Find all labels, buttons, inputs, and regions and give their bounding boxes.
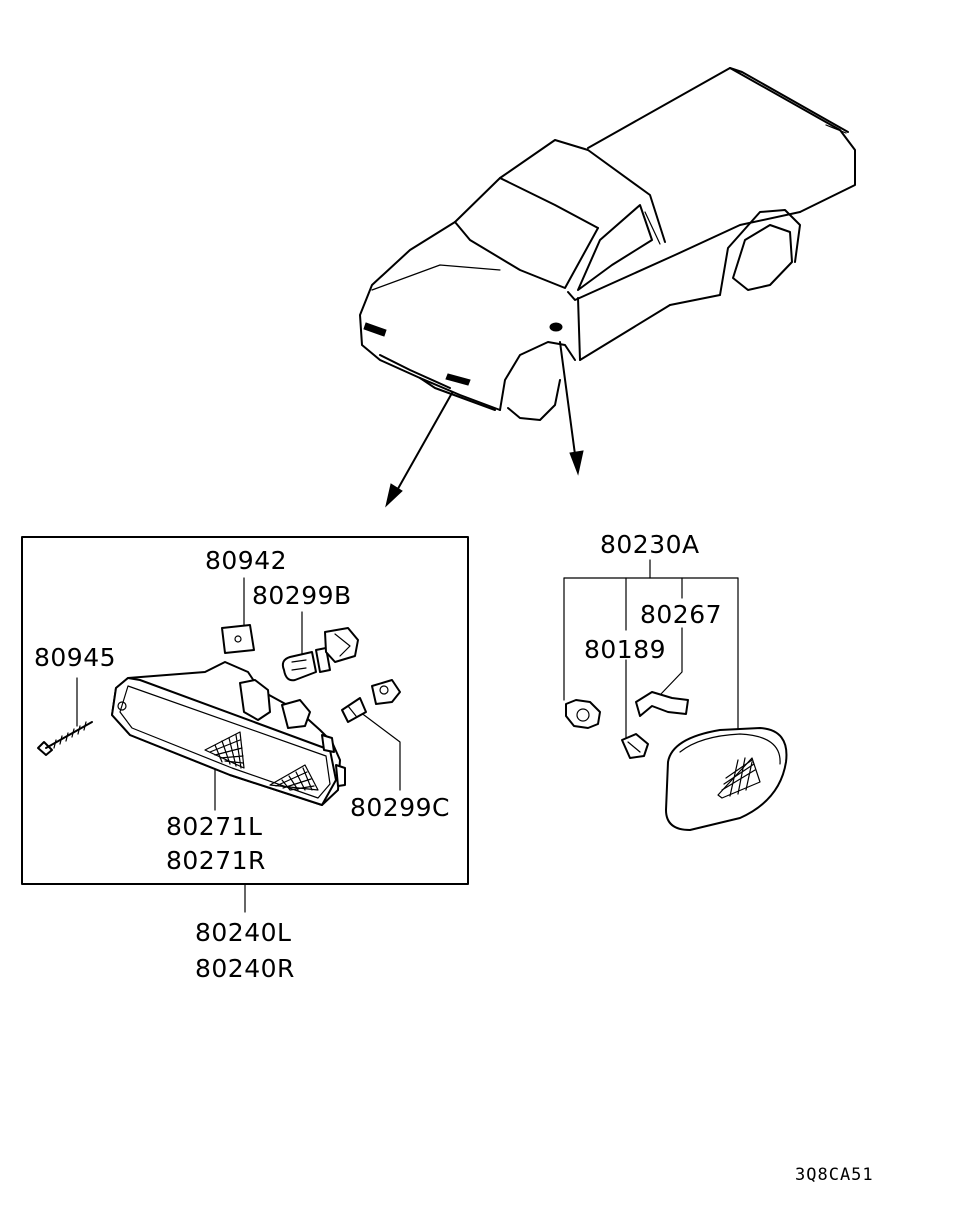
diagram-code: 3Q8CA51 [795,1165,874,1185]
part-label-80945[interactable]: 80945 [34,643,117,672]
screw-80945-part [37,721,93,756]
part-label-80230A[interactable]: 80230A [600,530,700,559]
part-label-80271R[interactable]: 80271R [166,846,266,875]
part-label-80299C[interactable]: 80299C [350,793,450,822]
part-label-80189[interactable]: 80189 [584,635,667,664]
side-lamp-socket-part [565,699,601,729]
part-label-80271L[interactable]: 80271L [166,812,263,841]
bulb-80299C-part [341,679,401,723]
callout-arrows [385,341,584,508]
part-label-80942[interactable]: 80942 [205,546,288,575]
bulb-80299B-part [281,627,359,682]
part-label-80267[interactable]: 80267 [640,600,723,629]
bulb-80189-part [621,733,649,759]
clip-80942-part [221,624,255,654]
lamp-housing-80271-part [111,661,346,806]
part-label-80240R[interactable]: 80240R [195,954,295,983]
leader-lines-right [563,559,739,739]
bracket-80267-part [635,691,689,717]
part-label-80240L[interactable]: 80240L [195,918,292,947]
part-label-80299B[interactable]: 80299B [252,581,352,610]
pickup-truck-illustration [359,67,856,421]
side-marker-lamp-part [665,727,788,831]
